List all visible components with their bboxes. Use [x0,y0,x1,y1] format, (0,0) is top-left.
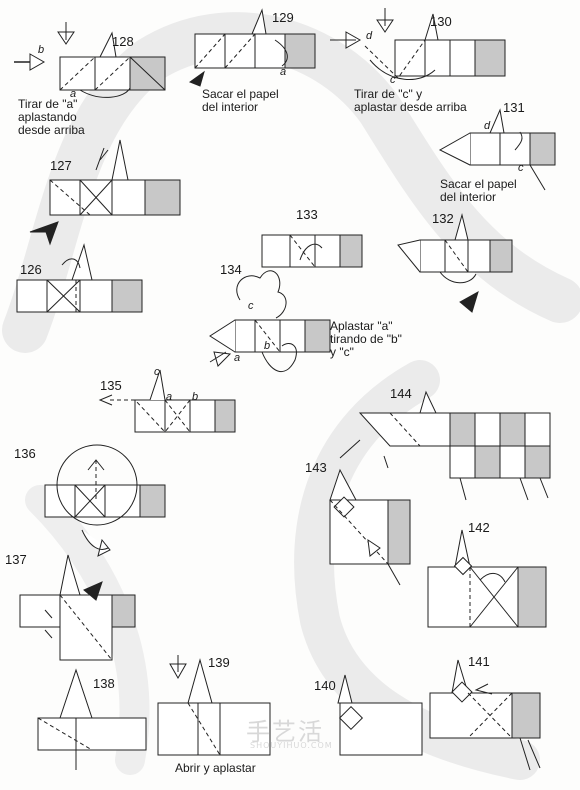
figure-127 [29,139,181,246]
figure-138 [37,668,147,770]
step-number-135: 135 [100,378,122,393]
label-a-135: a [166,391,173,403]
figure-130 [330,8,506,80]
step-number-133: 133 [296,207,318,222]
label-c-134: c [248,300,254,312]
label-d-131: d [484,120,491,132]
step-number-130: 130 [430,14,452,29]
figure-132 [397,213,513,313]
figure-137 [19,554,136,661]
caption-131: Sacar el papel del interior [440,177,517,204]
step-number-144: 144 [390,386,412,401]
step-number-137: 137 [5,552,27,567]
label-b-135: b [192,391,199,403]
step-number-127: 127 [50,158,72,173]
label-a-134: a [234,352,241,364]
caption-134: Aplastar "a" tirando de "b" y "c" [330,319,402,359]
figure-129 [188,8,316,87]
step-number-134: 134 [220,262,242,277]
step-number-132: 132 [432,211,454,226]
step-number-136: 136 [14,446,36,461]
figure-133 [261,234,363,268]
caption-129: Sacar el papel del interior [202,87,279,114]
watermark-logo: 手艺活 [246,718,324,746]
figure-135 [98,369,236,433]
step-number-131: 131 [503,100,525,115]
step-number-143: 143 [305,460,327,475]
figure-136 [44,444,166,557]
label-c-130: c [390,74,396,86]
figure-128 [14,22,166,98]
figure-140 [337,674,423,756]
step-number-126: 126 [20,262,42,277]
caption-139: Abrir y aplastar [175,761,256,775]
watermark-url: SHOUYIHUO.COM [250,741,333,750]
figure-134 [209,270,331,373]
step-number-129: 129 [272,10,294,25]
figure-141 [429,659,541,771]
label-a-129: a [280,66,287,78]
figure-142 [427,529,547,628]
label-d-130: d [366,30,373,42]
figure-126 [16,243,143,313]
step-number-142: 142 [468,520,490,535]
figure-131 [438,108,556,191]
caption-130: Tirar de "c" y aplastar desde arriba [354,87,467,114]
step-number-141: 141 [468,654,490,669]
step-number-140: 140 [314,678,336,693]
label-c-131: c [518,162,524,174]
label-b-134: b [264,340,271,352]
figure-139 [157,655,271,756]
caption-128: Tirar de "a" aplastando desde arriba [18,97,85,137]
step-number-128: 128 [112,34,134,49]
step-number-138: 138 [93,676,115,691]
figure-144 [339,390,551,501]
step-number-139: 139 [208,655,230,670]
label-a-128: a [70,88,77,100]
label-c-135: c [154,366,160,378]
figure-143 [329,468,411,586]
label-b-128: b [38,44,45,56]
